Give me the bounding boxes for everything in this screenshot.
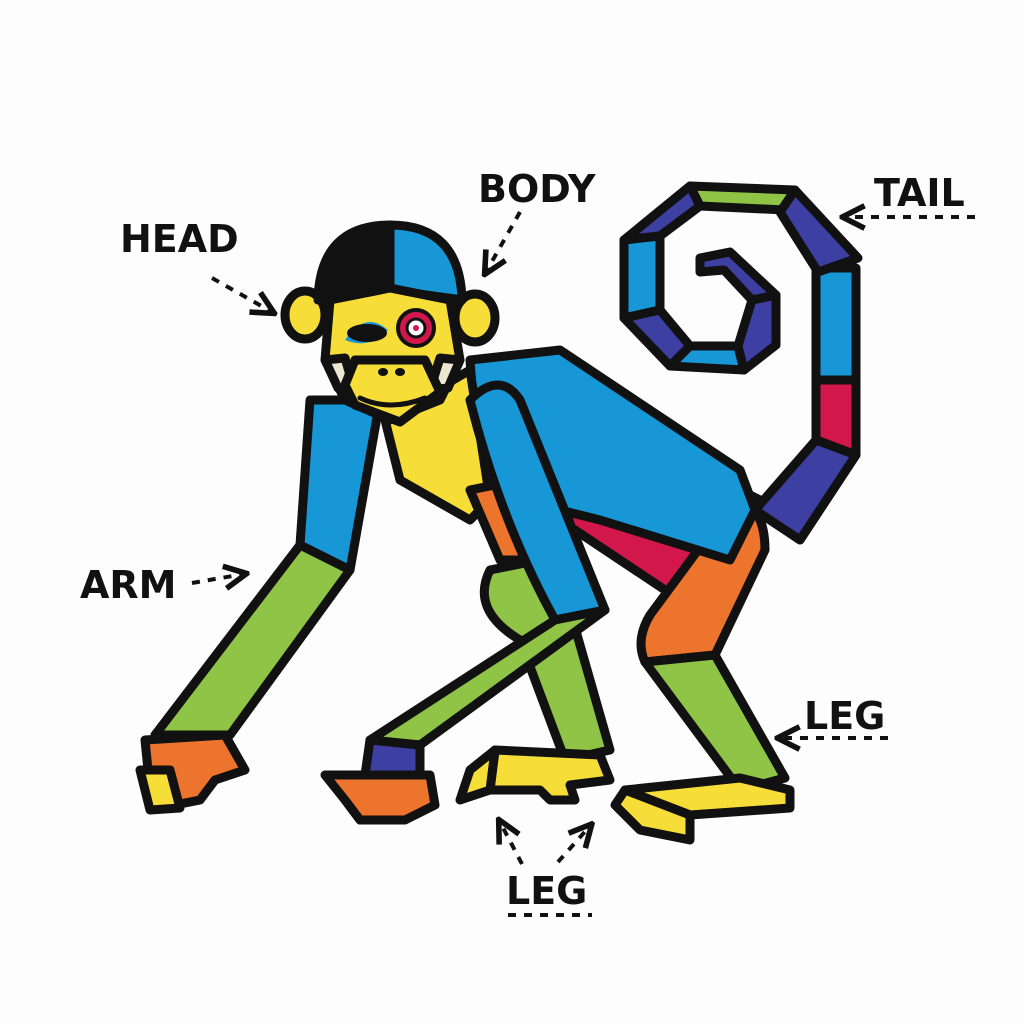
body-label: BODY	[478, 167, 596, 211]
tail	[619, 181, 863, 545]
left-arm	[135, 395, 385, 815]
head-arrow	[211, 276, 272, 312]
leg-bottom-arrow-right	[556, 826, 590, 864]
leg-label-bottom: LEG	[506, 869, 588, 913]
front-leg	[455, 555, 615, 805]
head-label: HEAD	[120, 217, 239, 261]
body-arrow	[486, 211, 522, 272]
annotation-arrows	[191, 211, 975, 917]
head	[280, 220, 500, 427]
leg-label-right: LEG	[804, 694, 886, 738]
arm-arrow	[191, 574, 244, 583]
leg-bottom-arrow-left	[500, 822, 524, 865]
face-details	[345, 308, 436, 408]
right-arm	[320, 380, 610, 825]
arm-label: ARM	[80, 563, 177, 607]
tail-label: TAIL	[874, 171, 965, 215]
